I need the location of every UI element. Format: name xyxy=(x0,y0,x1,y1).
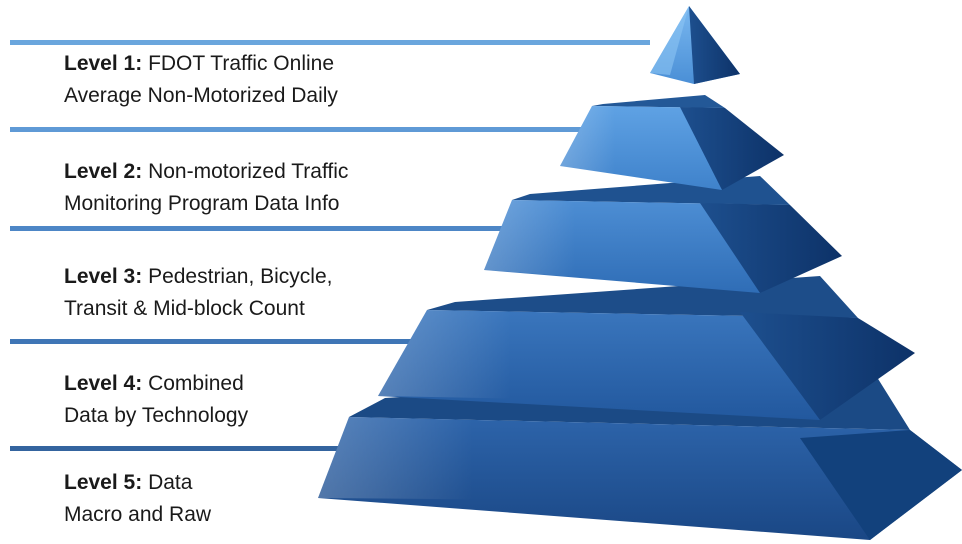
level-3-line2: Transit & Mid-block Count xyxy=(64,297,305,320)
divider-line-3 xyxy=(10,226,530,231)
level-1-text: Level 1: FDOT Traffic Online Average Non… xyxy=(64,48,338,112)
level-2-label: Level 2: xyxy=(64,160,143,183)
level-2-line2: Monitoring Program Data Info xyxy=(64,192,340,215)
divider-line-1 xyxy=(10,40,650,45)
level-5-line2: Macro and Raw xyxy=(64,503,212,526)
divider-line-4 xyxy=(10,339,450,344)
level-1-line2: Average Non-Motorized Daily xyxy=(64,84,338,107)
level-5-line1: Data xyxy=(148,471,193,494)
level-4-text: Level 4: Combined Data by Technology xyxy=(64,368,248,432)
level-4-label: Level 4: xyxy=(64,372,143,395)
level-1-line1: FDOT Traffic Online xyxy=(148,52,335,75)
level-2-line1: Non-motorized Traffic xyxy=(148,160,349,183)
pyramid-tier-2 xyxy=(560,95,784,190)
level-4-line1: Combined xyxy=(148,372,244,395)
divider-lines xyxy=(10,40,650,451)
level-4-line2: Data by Technology xyxy=(64,404,249,427)
divider-line-2 xyxy=(10,127,600,132)
pyramid-tier-3 xyxy=(484,176,842,293)
level-3-line1: Pedestrian, Bicycle, xyxy=(148,265,333,288)
pyramid-tier-1 xyxy=(650,6,740,84)
level-5-label: Level 5: xyxy=(64,471,143,494)
level-1-label: Level 1: xyxy=(64,52,143,75)
level-3-text: Level 3: Pedestrian, Bicycle, Transit & … xyxy=(64,261,332,325)
level-2-text: Level 2: Non-motorized Traffic Monitorin… xyxy=(64,156,348,220)
level-5-text: Level 5: Data Macro and Raw xyxy=(64,467,211,531)
divider-line-5 xyxy=(10,446,370,451)
level-3-label: Level 3: xyxy=(64,265,143,288)
pyramid-tier-4 xyxy=(378,276,915,420)
